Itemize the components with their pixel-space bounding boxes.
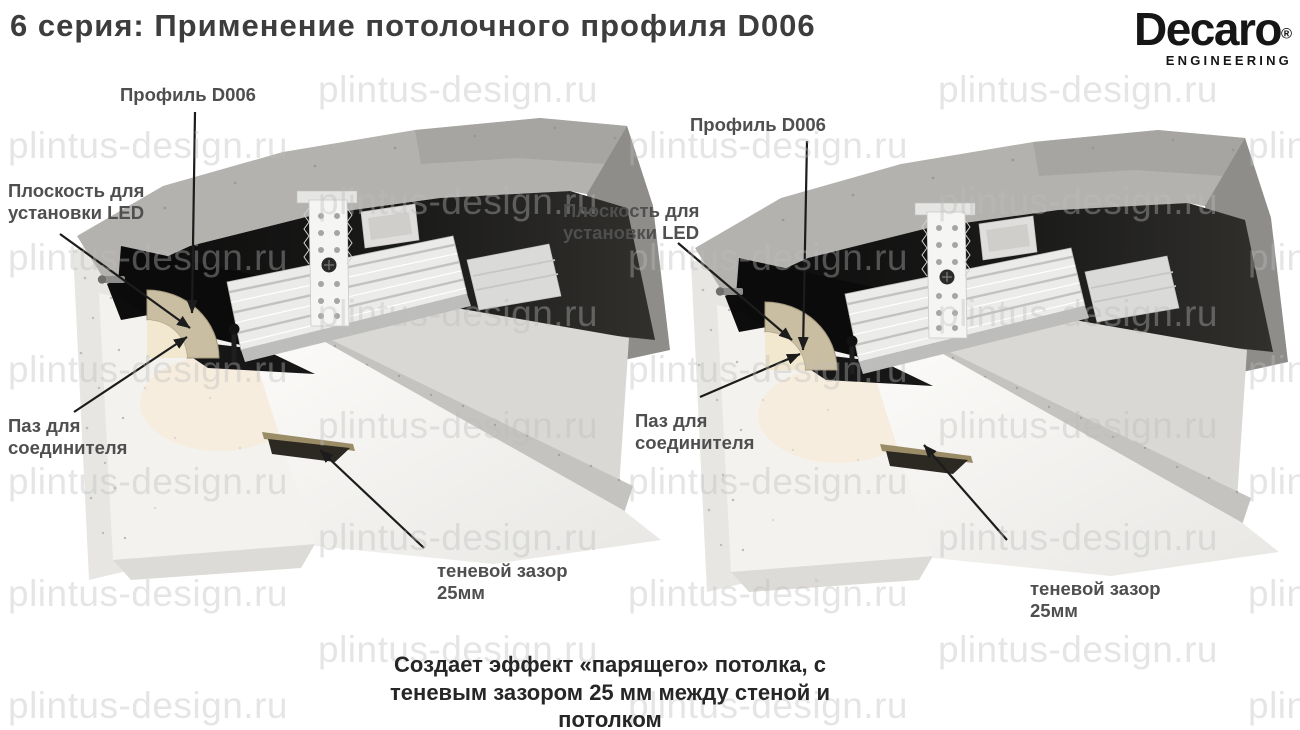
label-led-plane-right: Плоскость для установки LED (563, 200, 700, 243)
page-title: 6 серия: Применение потолочного профиля … (10, 8, 816, 43)
label-shadow-gap-right: теневой зазор 25мм (1030, 578, 1161, 621)
label-connector-left: Паз для соединителя (8, 415, 128, 458)
annotation-line-connector-right (699, 352, 801, 399)
label-connector-right: Паз для соединителя (635, 410, 755, 453)
annotation-line-profile-left (186, 111, 198, 314)
label-profile-right: Профиль D006 (690, 114, 826, 135)
annotation-line-led-plane-left (59, 233, 191, 329)
ceiling-render-left (73, 118, 670, 580)
brand-name: Decaro (1133, 3, 1282, 55)
caption: Создает эффект «парящего» потолка, с тен… (310, 651, 910, 730)
brand-name-row: Decaro® (1134, 4, 1292, 55)
ceiling-render-right (691, 130, 1288, 592)
label-shadow-gap-left: теневой зазор 25мм (437, 560, 568, 603)
caption-line: потолком (558, 707, 662, 730)
label-led-plane-left: Плоскость для установки LED (8, 180, 145, 223)
annotation-line-profile-right (797, 140, 809, 351)
annotation-line-connector-left (73, 336, 188, 413)
annotation-line-shadow-gap-left (319, 449, 425, 549)
brand-logo: Decaro® ENGINEERING (1134, 4, 1292, 68)
label-profile-left: Профиль D006 (120, 84, 256, 105)
brand-subtitle: ENGINEERING (1165, 52, 1292, 68)
annotation-line-led-plane-right (677, 242, 793, 341)
caption-line: Создает эффект «парящего» потолка, с (394, 652, 826, 677)
annotation-line-shadow-gap-right (923, 444, 1008, 541)
caption-line: теневым зазором 25 мм между стеной и (390, 679, 830, 705)
registered-mark: ® (1280, 25, 1292, 43)
